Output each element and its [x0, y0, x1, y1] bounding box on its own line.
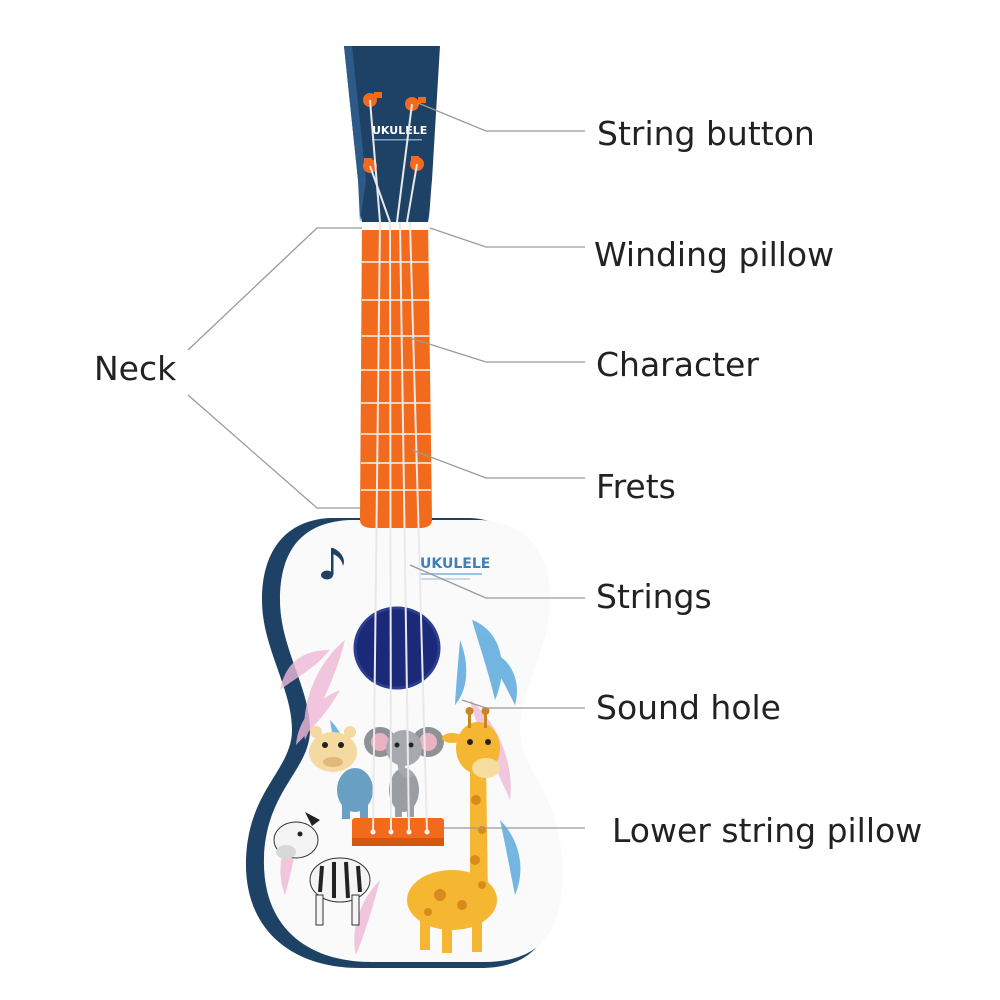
label-string-button: String button [597, 114, 815, 153]
sound-hole-rim [353, 606, 441, 690]
headstock-brand-subline [372, 139, 422, 141]
giraffe-character [407, 707, 500, 953]
label-frets: Frets [596, 467, 676, 506]
leader-string-button [417, 102, 585, 132]
leader-winding-pillow [429, 227, 585, 248]
elephant-character [364, 727, 444, 817]
label-neck: Neck [94, 349, 177, 388]
part-labels: String button Winding pillow Neck Charac… [94, 114, 922, 850]
zebra-character [273, 812, 371, 926]
ukulele-illustration: UKULELE [245, 46, 563, 968]
leader-neck-bottom [187, 394, 360, 509]
leader-lines [187, 102, 585, 829]
headstock [344, 46, 440, 222]
hippo-character [309, 726, 373, 819]
body-brand-subline [420, 573, 482, 575]
neck [360, 220, 432, 528]
music-note-icon [321, 548, 344, 580]
label-sound-hole: Sound hole [596, 688, 781, 727]
leader-character [409, 337, 585, 363]
body-brand-subline-2 [420, 578, 470, 580]
label-winding-pillow: Winding pillow [594, 235, 834, 274]
leader-frets [411, 449, 585, 479]
label-lower-string-pillow: Lower string pillow [612, 811, 922, 850]
label-character: Character [596, 345, 759, 384]
body-brand-text: UKULELE [420, 556, 490, 572]
leader-strings [409, 564, 585, 599]
headstock-brand-text: UKULELE [372, 124, 427, 137]
leader-sound-hole [461, 699, 585, 709]
leader-neck-top [187, 227, 362, 351]
fret-lines [361, 261, 431, 491]
strings [369, 99, 428, 833]
winding-pillow [362, 220, 428, 230]
label-strings: Strings [596, 577, 712, 616]
